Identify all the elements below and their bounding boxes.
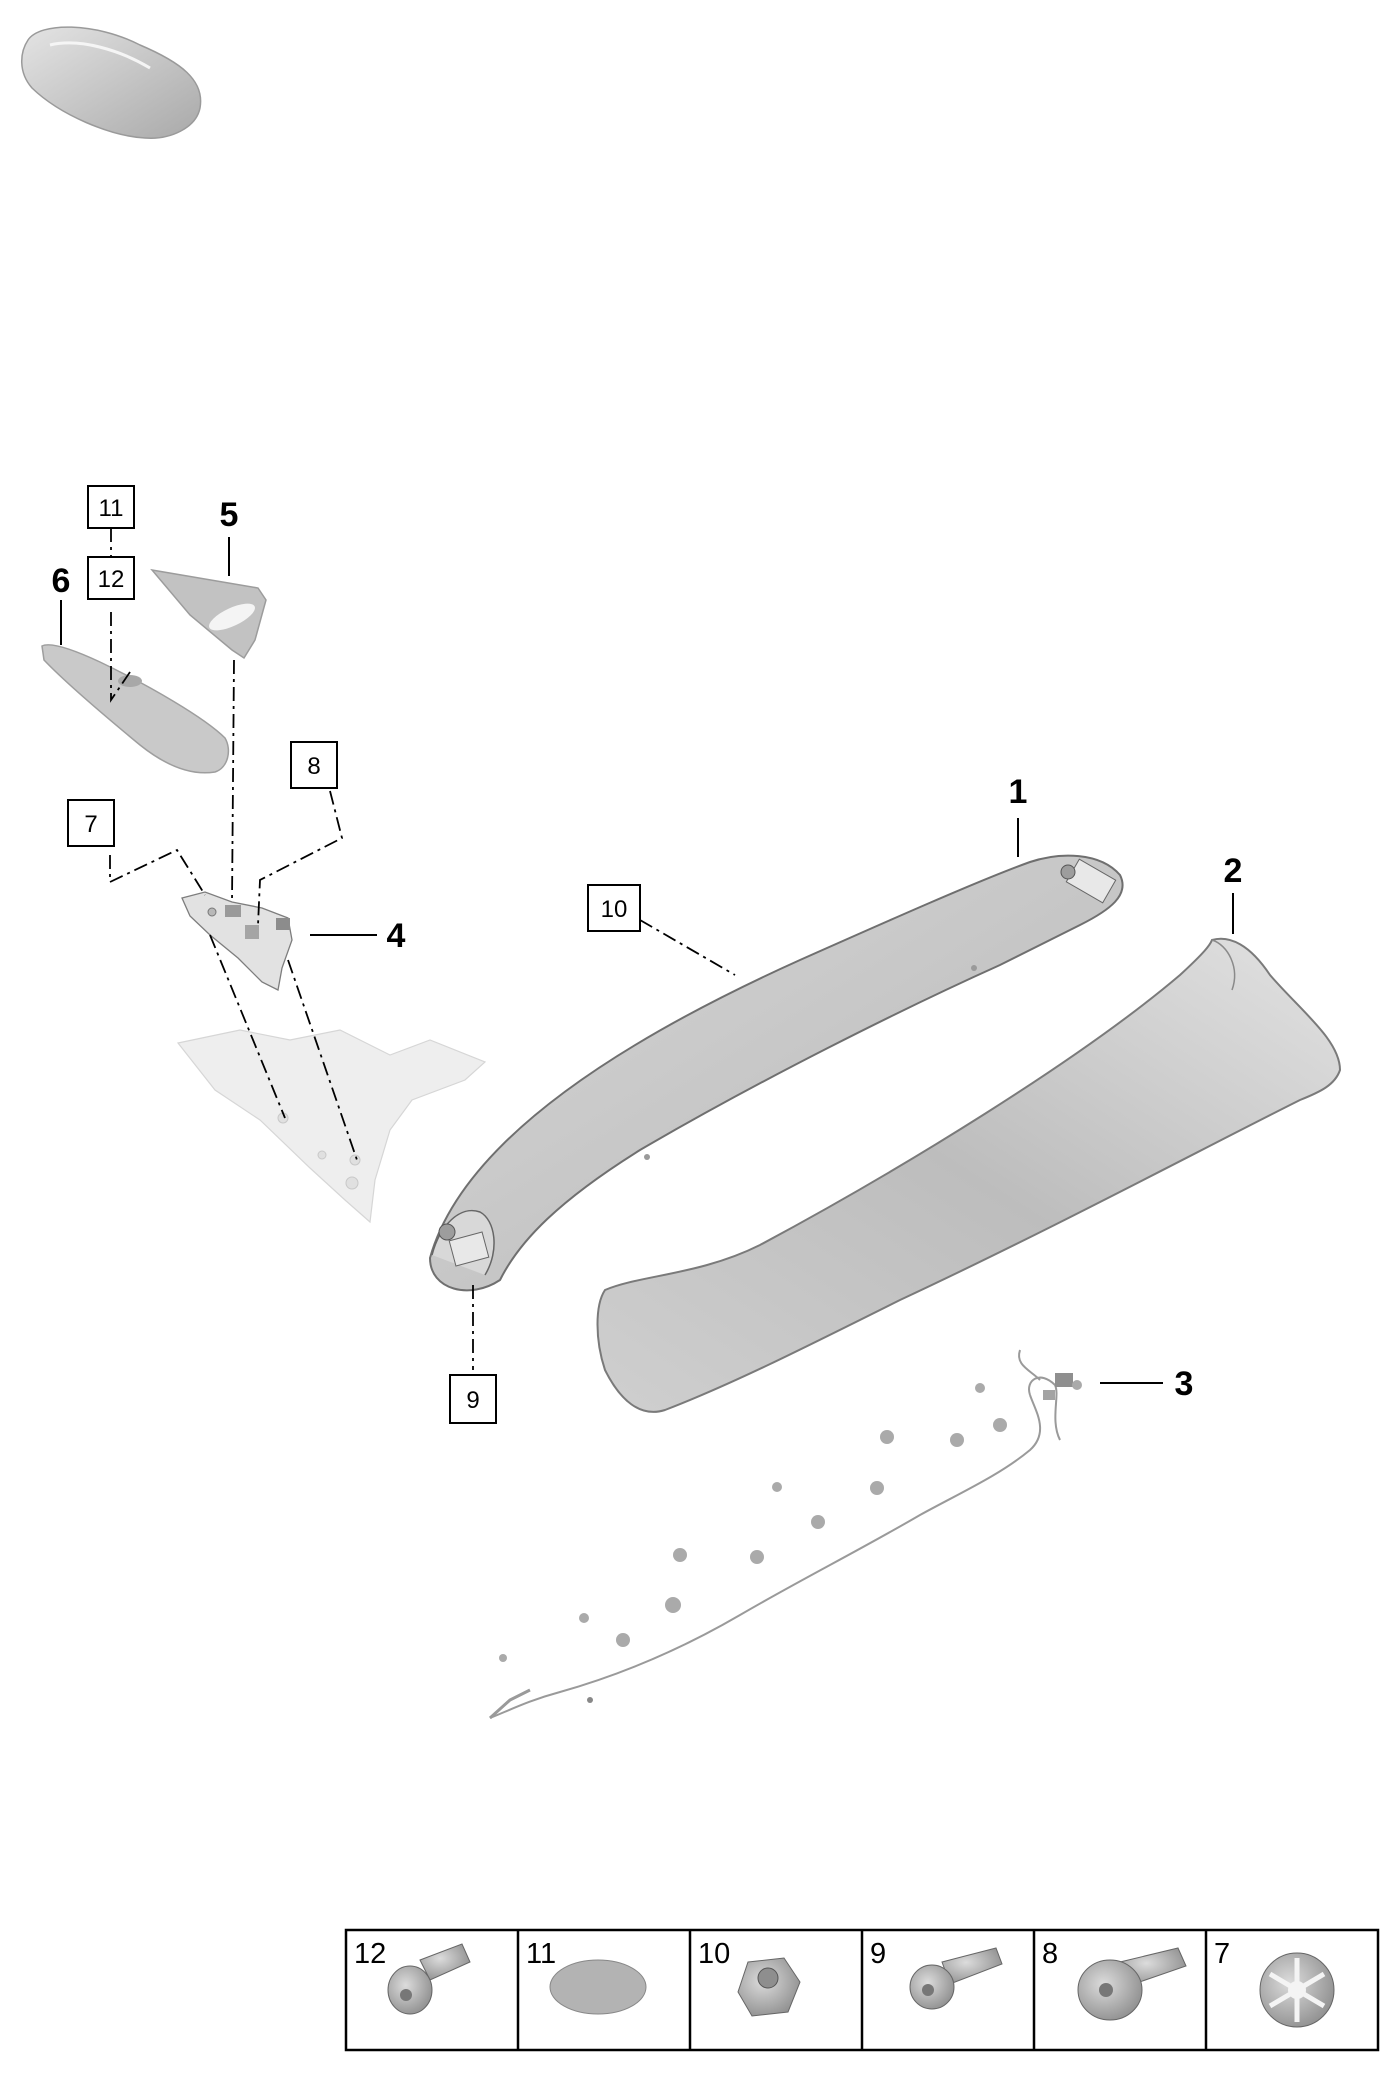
callout-box-9 [449,1374,497,1424]
callout-box-10 [587,884,641,932]
cover-part-6 [41,644,230,774]
callout-box-7 [67,799,115,847]
hardware-callout-numbers: 11 12 8 7 10 9 [84,495,627,1414]
callout-10: 10 [601,896,628,923]
legend-number-1: 12 [354,1938,386,1970]
legend-number-6: 7 [1214,1938,1230,1970]
callout-1: 1 [1009,773,1028,811]
legend-number-5: 8 [1042,1938,1058,1970]
body-panel-context [176,1029,487,1224]
callout-7: 7 [84,811,97,838]
callout-box-11 [87,485,135,529]
callout-9: 9 [466,1387,479,1414]
callout-6: 6 [52,562,71,600]
hardware-legend: 12 11 10 9 8 7 [344,1928,1380,2052]
assembly-lines [109,528,736,1370]
bracket-part-4 [181,891,293,991]
push-nut-clip-icon [1259,1952,1335,2028]
callout-8: 8 [307,753,320,780]
stud-bolt-torx-icon [909,1947,1003,2010]
callout-2: 2 [1224,852,1243,890]
hex-flange-nut-icon [737,1957,801,2017]
wiring-harness-part-3 [488,1349,1082,1720]
callout-4: 4 [387,917,406,955]
legend-number-4: 9 [870,1938,886,1970]
leader-lines [60,537,1234,1384]
callout-3: 3 [1175,1365,1194,1403]
callout-11: 11 [99,495,124,522]
rear-spoiler-part-1 [428,854,1124,1292]
callout-12: 12 [98,566,125,593]
callout-box-12 [87,556,135,600]
callout-5: 5 [220,496,239,534]
part-callouts: 1 2 3 4 5 6 [52,496,1243,1403]
screw-washer-torx-icon [1077,1947,1187,2021]
legend-number-2: 11 [526,1938,556,1970]
trim-piece-part-5 [150,568,267,660]
cap-disc-icon [549,1959,647,2015]
hardware-callouts [67,485,641,1424]
rear-spoiler-part-2 [596,937,1342,1413]
screw-flange-torx-icon [387,1943,471,2015]
legend-number-3: 10 [698,1938,730,1970]
vehicle-thumbnail-icon [21,26,202,139]
callout-box-8 [290,741,338,789]
